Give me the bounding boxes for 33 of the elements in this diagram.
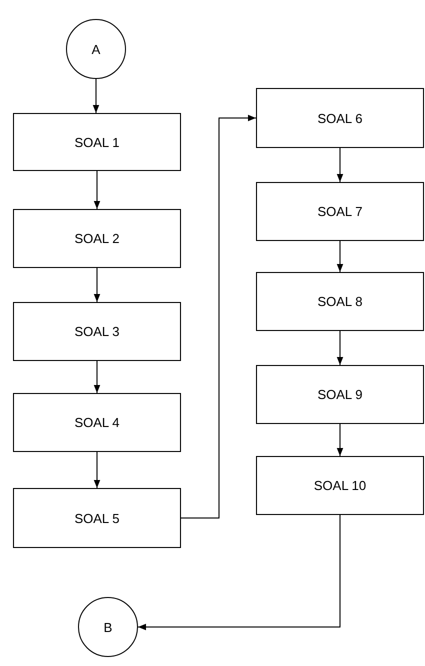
arrow xyxy=(336,424,344,456)
arrow xyxy=(138,514,340,630)
process-box xyxy=(256,272,424,331)
arrow xyxy=(336,240,344,272)
process-box xyxy=(13,113,181,171)
process-box xyxy=(256,456,424,515)
node-label: SOAL 5 xyxy=(74,510,120,526)
arrow xyxy=(94,268,100,302)
arrow xyxy=(94,170,100,210)
node-label: B xyxy=(104,620,112,634)
node-label: SOAL 7 xyxy=(317,204,363,219)
process-box xyxy=(256,365,424,424)
process-box xyxy=(256,88,424,148)
arrow xyxy=(94,360,100,394)
node-label: SOAL 6 xyxy=(317,110,363,126)
arrow xyxy=(94,452,100,488)
arrow xyxy=(92,78,100,114)
node-label: SOAL 8 xyxy=(317,294,363,309)
arrow xyxy=(336,330,344,366)
node-label: SOAL 2 xyxy=(74,231,120,246)
process-box xyxy=(13,488,181,548)
node-label: SOAL 3 xyxy=(74,324,120,339)
node-label: SOAL 1 xyxy=(74,134,120,150)
arrow xyxy=(180,114,256,518)
node-label: SOAL 4 xyxy=(74,415,120,430)
node-label: SOAL 9 xyxy=(317,387,363,402)
process-box xyxy=(256,182,424,241)
process-box xyxy=(13,302,181,361)
process-box xyxy=(13,393,181,452)
arrow xyxy=(336,148,344,182)
node-label: A xyxy=(92,42,100,56)
node-label: SOAL 10 xyxy=(314,478,366,493)
process-box xyxy=(13,209,181,268)
